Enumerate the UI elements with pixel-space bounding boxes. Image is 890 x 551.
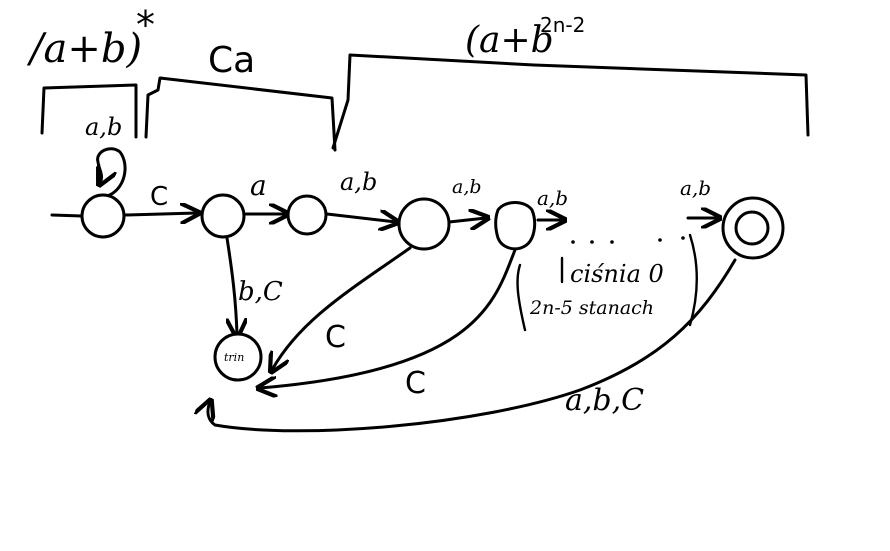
edge-q4-trap-label: C: [405, 366, 426, 401]
annotation-line1: ciśnia 0: [570, 260, 664, 288]
edge-q3-q4-label: a,b: [452, 176, 482, 198]
edge-q3-trap: [272, 246, 412, 370]
annotation-bracket-left: [516, 263, 527, 332]
ellipsis-dots: [571, 236, 685, 244]
annotation-bracket-right: [688, 233, 698, 327]
trap-state: [213, 332, 263, 382]
bracket-label-middle: Ca: [208, 40, 255, 81]
edge-q4-dots-label: a,b: [537, 186, 568, 210]
edge-q2-q3-label: a,b: [340, 168, 377, 196]
bracket-left: [40, 83, 138, 139]
edge-dots-final-label: a,b: [680, 176, 711, 200]
bracket-label-left: /a+b): [26, 26, 142, 72]
trap-state-label: trin: [224, 351, 244, 364]
bracket-label-right-exponent: 2n-2: [540, 13, 585, 37]
edge-q0-q1: [123, 213, 197, 215]
edge-q1-trap: [225, 236, 237, 335]
edge-q1-trap-label: b,C: [238, 277, 283, 307]
self-loop-label: a,b: [85, 113, 122, 141]
edge-final-trap: [208, 258, 737, 433]
state-q2: [286, 194, 328, 236]
state-q4: [494, 201, 537, 251]
annotation-line2: 2n-5 stanach: [529, 297, 654, 319]
bracket-label-right: (a+b: [465, 20, 554, 61]
state-q3: [397, 197, 451, 251]
edge-final-trap-label: a,b,C: [565, 383, 644, 418]
edge-q4-trap: [260, 248, 517, 388]
bracket-right: [331, 53, 810, 150]
start-arrow: [50, 213, 84, 218]
bracket-middle: [144, 76, 337, 152]
bracket-label-left-star: *: [136, 3, 155, 47]
state-q0: [80, 193, 126, 239]
final-state: [721, 196, 785, 260]
edge-q3-q4: [447, 218, 486, 222]
edge-q0-q1-label: C: [150, 182, 168, 212]
state-q1: [200, 193, 246, 239]
edge-q2-q3: [325, 214, 396, 222]
edge-q1-q2-label: a: [250, 169, 267, 202]
self-loop-edge: [98, 147, 127, 198]
edge-q3-trap-label: C: [325, 320, 346, 355]
